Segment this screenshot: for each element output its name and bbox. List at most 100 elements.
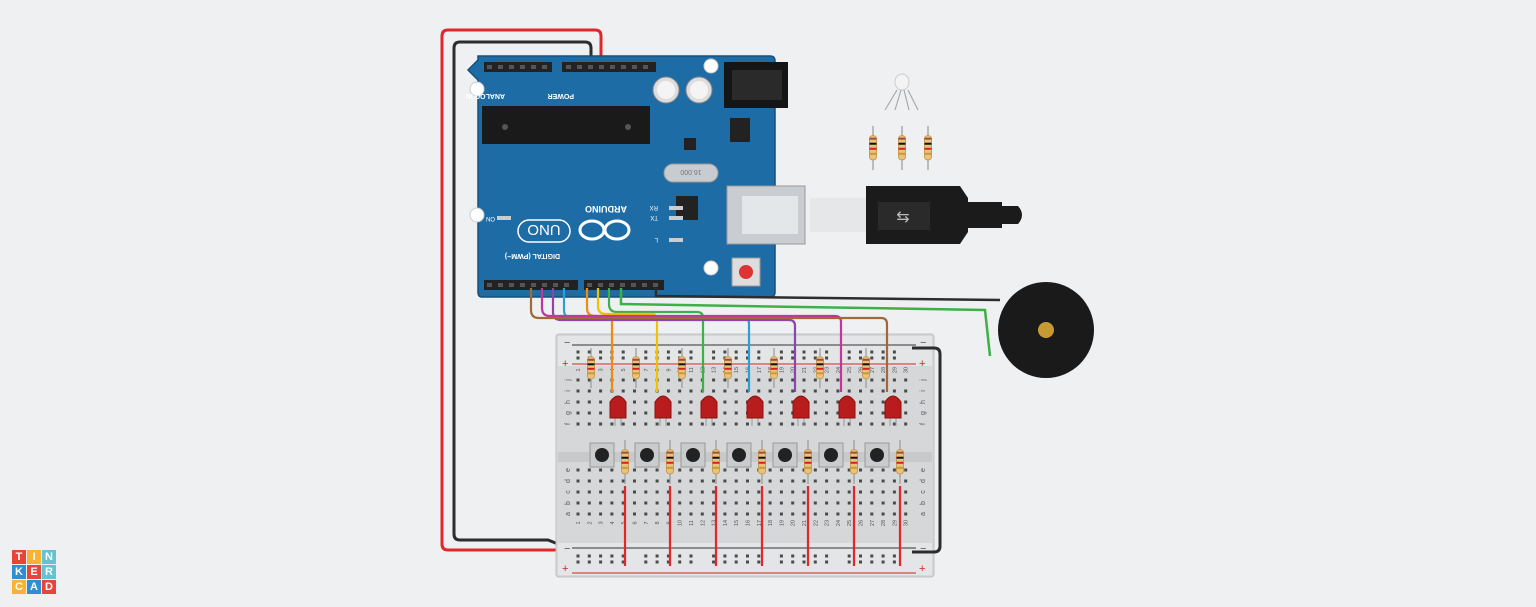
breadboard-hole[interactable] <box>644 512 648 516</box>
red-led[interactable] <box>746 395 764 426</box>
rail-hole[interactable] <box>599 554 603 558</box>
rail-hole[interactable] <box>644 560 648 564</box>
breadboard-hole[interactable] <box>836 378 840 382</box>
breadboard-hole[interactable] <box>610 490 614 494</box>
breadboard-hole[interactable] <box>881 490 885 494</box>
breadboard-hole[interactable] <box>813 512 817 516</box>
rail-hole[interactable] <box>723 350 727 354</box>
breadboard-hole[interactable] <box>746 468 749 472</box>
breadboard-hole[interactable] <box>904 411 908 415</box>
resistor[interactable] <box>869 126 877 170</box>
breadboard-hole[interactable] <box>666 479 670 483</box>
breadboard-hole[interactable] <box>689 422 693 426</box>
breadboard-hole[interactable] <box>859 479 862 483</box>
breadboard-hole[interactable] <box>881 479 885 483</box>
red-led[interactable] <box>838 395 856 426</box>
breadboard-hole[interactable] <box>904 490 908 494</box>
breadboard-hole[interactable] <box>847 378 851 382</box>
breadboard-hole[interactable] <box>644 479 648 483</box>
rail-hole[interactable] <box>746 560 749 564</box>
breadboard-hole[interactable] <box>576 389 580 393</box>
breadboard-hole[interactable] <box>587 389 591 393</box>
breadboard-hole[interactable] <box>757 422 761 426</box>
red-led[interactable] <box>792 395 810 426</box>
breadboard-hole[interactable] <box>813 422 817 426</box>
red-led[interactable] <box>654 395 672 426</box>
breadboard-hole[interactable] <box>734 389 738 393</box>
breadboard-hole[interactable] <box>802 501 806 505</box>
rail-hole[interactable] <box>825 554 829 558</box>
breadboard-hole[interactable] <box>723 490 727 494</box>
breadboard-hole[interactable] <box>836 422 840 426</box>
breadboard-hole[interactable] <box>576 400 580 404</box>
rail-hole[interactable] <box>712 554 716 558</box>
breadboard-hole[interactable] <box>746 512 749 516</box>
breadboard-hole[interactable] <box>779 378 783 382</box>
breadboard-hole[interactable] <box>576 512 580 516</box>
pushbutton[interactable] <box>680 442 706 468</box>
breadboard-hole[interactable] <box>712 479 716 483</box>
rail-hole[interactable] <box>723 560 727 564</box>
rail-hole[interactable] <box>825 350 829 354</box>
breadboard-hole[interactable] <box>700 468 704 472</box>
breadboard-hole[interactable] <box>734 411 738 415</box>
rail-hole[interactable] <box>689 350 693 354</box>
breadboard-hole[interactable] <box>734 468 738 472</box>
rail-hole[interactable] <box>892 356 896 360</box>
breadboard-hole[interactable] <box>712 490 716 494</box>
rail-hole[interactable] <box>666 356 670 360</box>
breadboard-hole[interactable] <box>666 378 670 382</box>
breadboard-hole[interactable] <box>678 501 682 505</box>
breadboard-hole[interactable] <box>746 501 749 505</box>
breadboard-hole[interactable] <box>825 378 829 382</box>
breadboard-hole[interactable] <box>904 501 908 505</box>
breadboard-hole[interactable] <box>734 400 738 404</box>
resistor[interactable] <box>862 348 870 388</box>
breadboard-hole[interactable] <box>644 389 648 393</box>
rail-hole[interactable] <box>587 554 591 558</box>
breadboard-hole[interactable] <box>746 490 749 494</box>
rail-hole[interactable] <box>847 350 851 354</box>
breadboard-hole[interactable] <box>599 400 603 404</box>
rail-jumper-wire[interactable] <box>912 346 942 554</box>
rail-hole[interactable] <box>791 356 795 360</box>
breadboard-hole[interactable] <box>700 490 704 494</box>
breadboard-hole[interactable] <box>825 422 829 426</box>
breadboard-hole[interactable] <box>666 490 670 494</box>
signal-wire[interactable] <box>529 288 889 392</box>
breadboard-hole[interactable] <box>576 501 580 505</box>
rail-hole[interactable] <box>813 350 817 354</box>
breadboard-hole[interactable] <box>689 468 693 472</box>
breadboard-hole[interactable] <box>689 512 693 516</box>
rail-hole[interactable] <box>655 560 659 564</box>
breadboard-hole[interactable] <box>666 389 670 393</box>
breadboard-hole[interactable] <box>621 378 625 382</box>
rail-hole[interactable] <box>779 560 783 564</box>
breadboard-hole[interactable] <box>621 490 625 494</box>
breadboard-hole[interactable] <box>633 411 636 415</box>
rail-hole[interactable] <box>892 560 896 564</box>
breadboard-hole[interactable] <box>576 422 580 426</box>
breadboard-hole[interactable] <box>779 490 783 494</box>
rail-hole[interactable] <box>825 560 829 564</box>
rail-hole[interactable] <box>859 554 862 558</box>
rail-hole[interactable] <box>644 554 648 558</box>
breadboard-hole[interactable] <box>779 400 783 404</box>
breadboard-hole[interactable] <box>825 479 829 483</box>
breadboard-hole[interactable] <box>644 400 648 404</box>
breadboard-hole[interactable] <box>587 422 591 426</box>
breadboard-hole[interactable] <box>689 490 693 494</box>
breadboard-hole[interactable] <box>587 468 591 472</box>
breadboard-hole[interactable] <box>881 512 885 516</box>
rail-hole[interactable] <box>859 560 862 564</box>
rail-hole[interactable] <box>734 350 738 354</box>
rail-hole[interactable] <box>802 350 806 354</box>
rail-hole[interactable] <box>599 560 603 564</box>
breadboard-hole[interactable] <box>813 411 817 415</box>
resistor[interactable] <box>758 440 766 484</box>
breadboard-hole[interactable] <box>881 501 885 505</box>
breadboard-hole[interactable] <box>892 468 896 472</box>
rail-hole[interactable] <box>813 554 817 558</box>
rail-hole[interactable] <box>892 350 896 354</box>
rail-hole[interactable] <box>712 350 716 354</box>
